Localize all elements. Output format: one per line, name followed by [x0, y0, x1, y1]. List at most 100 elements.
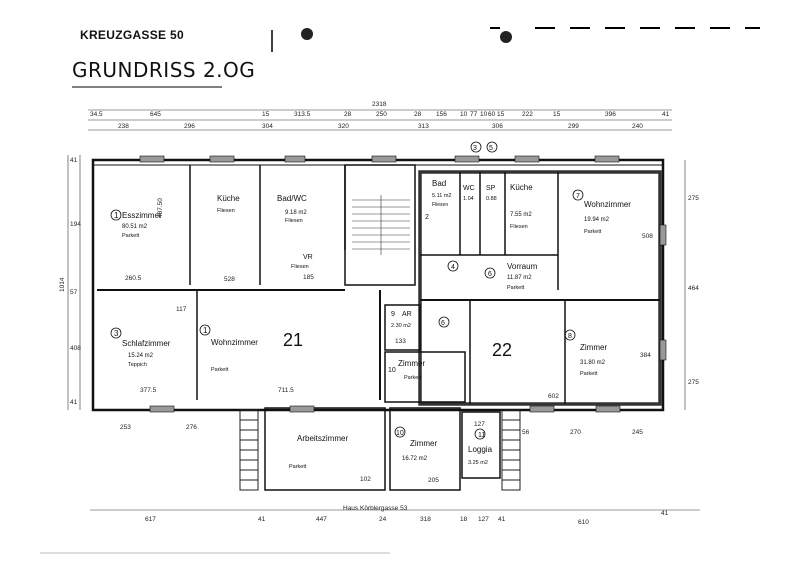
dim-bottom: 276	[186, 424, 197, 431]
room-schlafzimmer-floor: Teppich	[128, 362, 147, 368]
room-bad2-name: Bad	[432, 179, 446, 188]
dim-top2: 240	[632, 123, 643, 130]
room-zimmer2-area: 31.80 m2	[580, 360, 606, 366]
dim-top2: 238	[118, 123, 129, 130]
room-vr-name: VR	[303, 254, 313, 261]
room-wohnzimmer2-name: Wohnzimmer	[584, 200, 631, 209]
room-zimmer1-name: Zimmer	[398, 359, 425, 368]
dim-top: 15	[497, 111, 505, 118]
room-esszimmer-dim: 260.5	[125, 275, 142, 282]
room-zimmer2-name: Zimmer	[580, 343, 607, 352]
dim-top2: 296	[184, 123, 195, 130]
room-kueche2-floor: Fliesen	[510, 224, 528, 230]
dim-right: 275	[688, 379, 699, 386]
dim-top: 396	[605, 111, 616, 118]
room-esszimmer-area: 80.51 m2	[122, 224, 148, 230]
room-badwc-name: Bad/WC	[277, 194, 307, 203]
room-esszimmer-num: 1	[114, 211, 119, 220]
punch-hole	[500, 31, 512, 43]
room-loggia-area: 3.25 m2	[468, 460, 488, 466]
marker-5: 5	[489, 145, 493, 152]
room-wohnzimmer2-floor: Parkett	[584, 229, 602, 235]
room-badwc-floor: Fliesen	[285, 218, 303, 224]
room-vorraum-name: Vorraum	[507, 262, 538, 271]
room-sp-area: 0.88	[486, 196, 497, 202]
marker-3: 3	[473, 145, 477, 152]
room-wohnzimmer1-dim: 711.5	[278, 387, 294, 394]
room-kueche2-area: 7.55 m2	[510, 212, 532, 218]
dim-total-width: 2318	[372, 101, 387, 108]
room-loggia-name: Loggia	[468, 445, 493, 454]
dim-left: 41	[70, 157, 78, 164]
room-sp-name: SP	[486, 185, 496, 192]
room-ar-dim: 133	[395, 338, 406, 345]
room-wohnzimmer2-area: 19.94 m2	[584, 217, 610, 223]
dim-bottom-row: 41	[498, 516, 506, 523]
dim-top: 15	[553, 111, 561, 118]
room-wohnzimmer1-name: Wohnzimmer	[211, 338, 258, 347]
dim-top2: 304	[262, 123, 273, 130]
room-zimmer1-floor: Parkett	[404, 375, 422, 381]
room-wohnzimmer2-dim: 508	[642, 233, 653, 240]
dim-top: 41	[662, 111, 670, 118]
dim-top: 60	[488, 111, 496, 118]
room-esszimmer-name: Esszimmer	[122, 211, 162, 220]
plan-title: GRUNDRISS 2.OG	[72, 58, 256, 82]
marker-6: 6	[441, 320, 445, 327]
dim-top: 10	[480, 111, 488, 118]
dim-top: 10	[460, 111, 468, 118]
room-bad2-num: 2	[425, 214, 429, 221]
room-zimmer2-floor: Parkett	[580, 371, 598, 377]
room-vorraum-area: 11.87 m2	[507, 275, 532, 281]
room-kueche2-name: Küche	[510, 183, 533, 192]
room-kueche1-name: Küche	[217, 194, 240, 203]
dim-top2: 299	[568, 123, 579, 130]
dim-bottom: 245	[632, 429, 643, 436]
dim-top: 250	[376, 111, 387, 118]
room-schlafzimmer-name: Schlafzimmer	[122, 339, 171, 348]
room-ar-name: AR	[402, 311, 412, 318]
room-badwc-area: 9.18 m2	[285, 210, 307, 216]
room-arbeitszimmer-name: Arbeitszimmer	[297, 434, 348, 443]
room-kueche1-floor: Fliesen	[217, 208, 235, 214]
dim-top: 156	[436, 111, 447, 118]
outer-stairs	[239, 409, 521, 491]
dim-top: 28	[344, 111, 352, 118]
dim-top2: 320	[338, 123, 349, 130]
dim-top: 28	[414, 111, 422, 118]
dim-left: 41	[70, 399, 78, 406]
dim-right: 275	[688, 195, 699, 202]
room-wohnzimmer1-floor: Parkett	[211, 367, 229, 373]
room-circles	[110, 141, 584, 440]
room-ar-num: 9	[391, 311, 395, 318]
room-vr-dim: 185	[303, 274, 314, 281]
room-arbeitszimmer-floor: Parkett	[289, 464, 307, 470]
room-zimmer1-num: 10	[388, 367, 396, 374]
dim-bottom-row: 447	[316, 516, 327, 523]
dim-bottom-row: 610	[578, 519, 589, 526]
dimension-lines-top	[88, 109, 672, 131]
dim-left: 194	[70, 221, 81, 228]
room-wohnzimmer1-num: 1	[203, 326, 208, 335]
windows	[139, 155, 667, 413]
dim-bottom-row: 41	[258, 516, 266, 523]
room-schlafzimmer-dim: 117	[176, 306, 187, 313]
dim-right: 464	[688, 285, 699, 292]
room-labels: 1 Esszimmer 80.51 m2 Parkett 487.50 260.…	[114, 179, 653, 484]
room-vorraum-num: 6	[488, 271, 492, 278]
dim-top: 34.5	[90, 111, 103, 118]
dim-bottom-row: 127	[478, 516, 489, 523]
dim-left: 408	[70, 345, 81, 352]
room-kueche1-dim: 528	[224, 276, 235, 283]
room-esszimmer-floor: Parkett	[122, 233, 140, 239]
apartment-22-number: 22	[492, 340, 512, 360]
dim-top: 15	[262, 111, 270, 118]
room-bad2-floor: Fliesen	[432, 202, 448, 208]
dim-bottom-row: 41	[661, 510, 669, 517]
room-wc-area: 1.04	[463, 196, 474, 202]
room-vr-floor: Fliesen	[291, 264, 309, 270]
room-zimmer2-dim: 602	[548, 393, 559, 400]
room-loggia-num: 11	[478, 432, 485, 439]
room-wc-name: WC	[463, 185, 475, 192]
